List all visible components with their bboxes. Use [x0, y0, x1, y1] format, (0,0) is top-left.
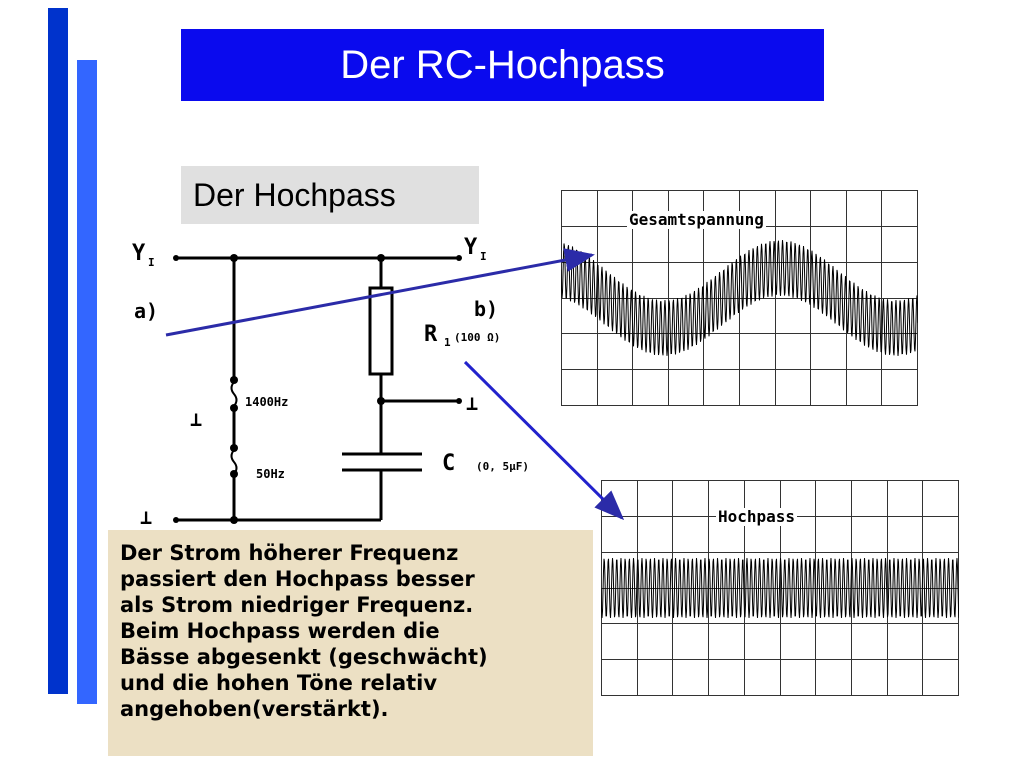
output-sub: I: [480, 250, 487, 263]
scope-highpass-plot: [600, 480, 960, 696]
source-high-symbol: [230, 381, 238, 407]
resistor-label: R: [424, 322, 438, 347]
title-banner: Der RC-Hochpass: [181, 29, 824, 101]
capacitor-label: C: [442, 451, 455, 476]
circuit-diagram: Y I Y I a) b) R 1 (100 Ω) C (0, 5μF) 140…: [132, 235, 529, 528]
resistor-value: (100 Ω): [454, 331, 500, 344]
ground-output: ⊥: [466, 391, 478, 415]
input-label: Y: [132, 241, 146, 266]
scope-highpass: Hochpass: [600, 480, 960, 696]
scope-trace: [560, 240, 919, 356]
scope-highpass-label: Hochpass: [716, 507, 798, 526]
capacitor-value: (0, 5μF): [476, 460, 529, 473]
resistor-sub: 1: [444, 336, 451, 349]
scope-total-voltage: Gesamtspannung: [560, 190, 919, 406]
source-low-symbol: [230, 449, 238, 475]
explanation-box: Der Strom höherer Frequenz passiert den …: [108, 530, 593, 756]
decorative-bar-dark: [48, 8, 68, 694]
ground-source: ⊥: [190, 407, 202, 431]
ground-input: ⊥: [140, 505, 152, 528]
scope-trace: [600, 558, 960, 618]
slide-subtitle: Der Hochpass: [193, 176, 396, 213]
output-label: Y: [464, 235, 478, 260]
source-low-label: 50Hz: [256, 467, 285, 481]
decorative-bar-light: [77, 60, 97, 704]
source-high-label: 1400Hz: [245, 395, 288, 409]
resistor-symbol: [368, 286, 394, 376]
scope-total-label: Gesamtspannung: [627, 210, 766, 229]
subtitle-box: Der Hochpass: [181, 166, 479, 224]
explanation-text: Der Strom höherer Frequenz passiert den …: [120, 541, 488, 721]
slide-title: Der RC-Hochpass: [340, 42, 665, 87]
point-a-label: a): [134, 299, 158, 323]
input-sub: I: [148, 256, 155, 269]
point-b-label: b): [474, 297, 498, 321]
